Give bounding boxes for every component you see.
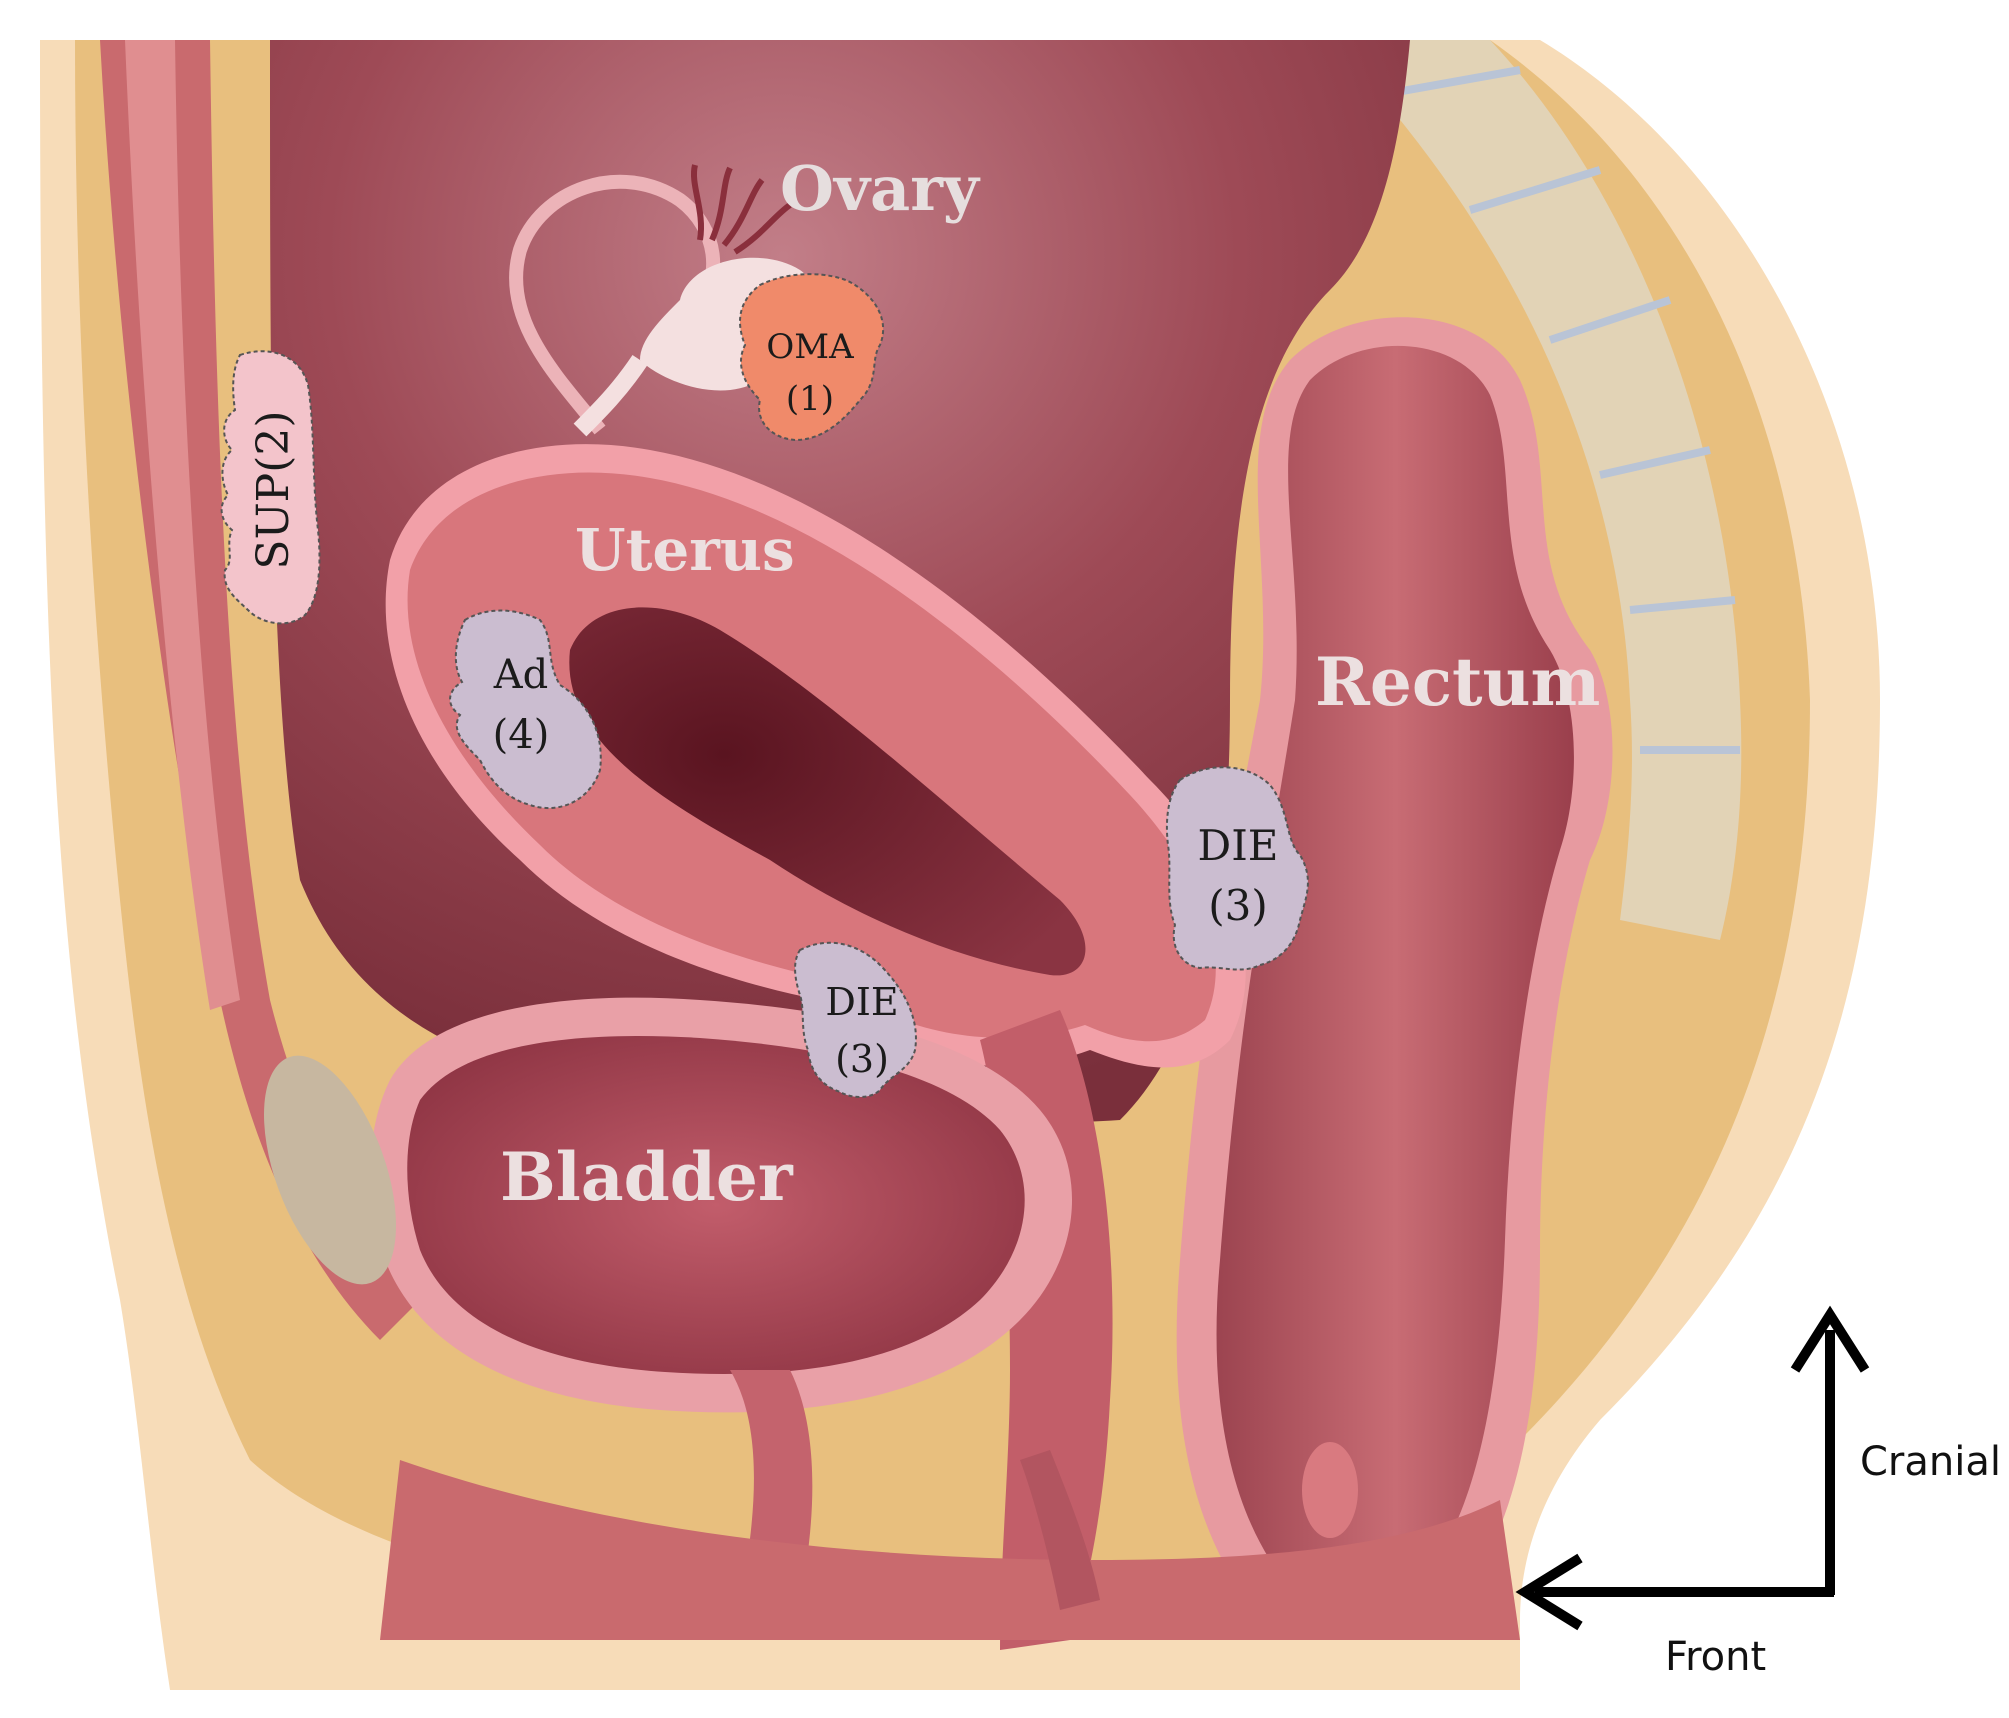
sup-lesion-shape[interactable] xyxy=(220,350,321,625)
oma-lesion-number: (1) xyxy=(786,379,834,419)
fimbriae xyxy=(691,164,792,255)
die-posterior-lesion-shape[interactable] xyxy=(1165,766,1309,971)
anal-canal xyxy=(1020,1450,1100,1610)
bladder-lumen xyxy=(407,1035,1025,1374)
orientation-indicator xyxy=(1515,1305,1870,1631)
uterus-cavity xyxy=(569,607,1086,976)
vertebrae xyxy=(1379,66,1740,754)
front-label: Front xyxy=(1665,1634,1766,1680)
ad-lesion-name: Ad xyxy=(493,652,549,698)
ad-lesion-number: (4) xyxy=(493,712,550,758)
ovarian-ligament xyxy=(573,354,648,437)
pubic-bone xyxy=(264,1055,396,1285)
fallopian-tube xyxy=(509,174,721,435)
rectum-lumen xyxy=(1216,345,1574,1576)
uterus-label: Uterus xyxy=(575,516,795,584)
die-anterior-lesion-number: (3) xyxy=(835,1037,889,1081)
die-anterior-lesion-shape[interactable] xyxy=(794,941,917,1098)
ad-lesion-shape[interactable] xyxy=(449,609,602,810)
die-posterior-lesion-number: (3) xyxy=(1208,881,1268,930)
oma-lesion-name: OMA xyxy=(766,327,854,367)
spine-column xyxy=(1330,40,1742,940)
rectum-label: Rectum xyxy=(1315,643,1600,721)
ovary-label: Ovary xyxy=(780,152,981,225)
muscle-highlight xyxy=(125,40,240,1010)
die-posterior-lesion-name: DIE xyxy=(1198,821,1279,870)
cranial-arrowhead-icon xyxy=(1790,1305,1870,1373)
bladder-label: Bladder xyxy=(500,1138,794,1216)
front-arrowhead-icon xyxy=(1515,1553,1583,1631)
perineum xyxy=(380,1460,1520,1640)
oma-lesion-shape[interactable] xyxy=(739,273,885,442)
cranial-label: Cranial xyxy=(1860,1439,2001,1485)
die-anterior-lesion-name: DIE xyxy=(825,980,898,1024)
sup-lesion-text: SUP(2) xyxy=(248,410,299,569)
anal-sphincter xyxy=(1302,1442,1358,1538)
